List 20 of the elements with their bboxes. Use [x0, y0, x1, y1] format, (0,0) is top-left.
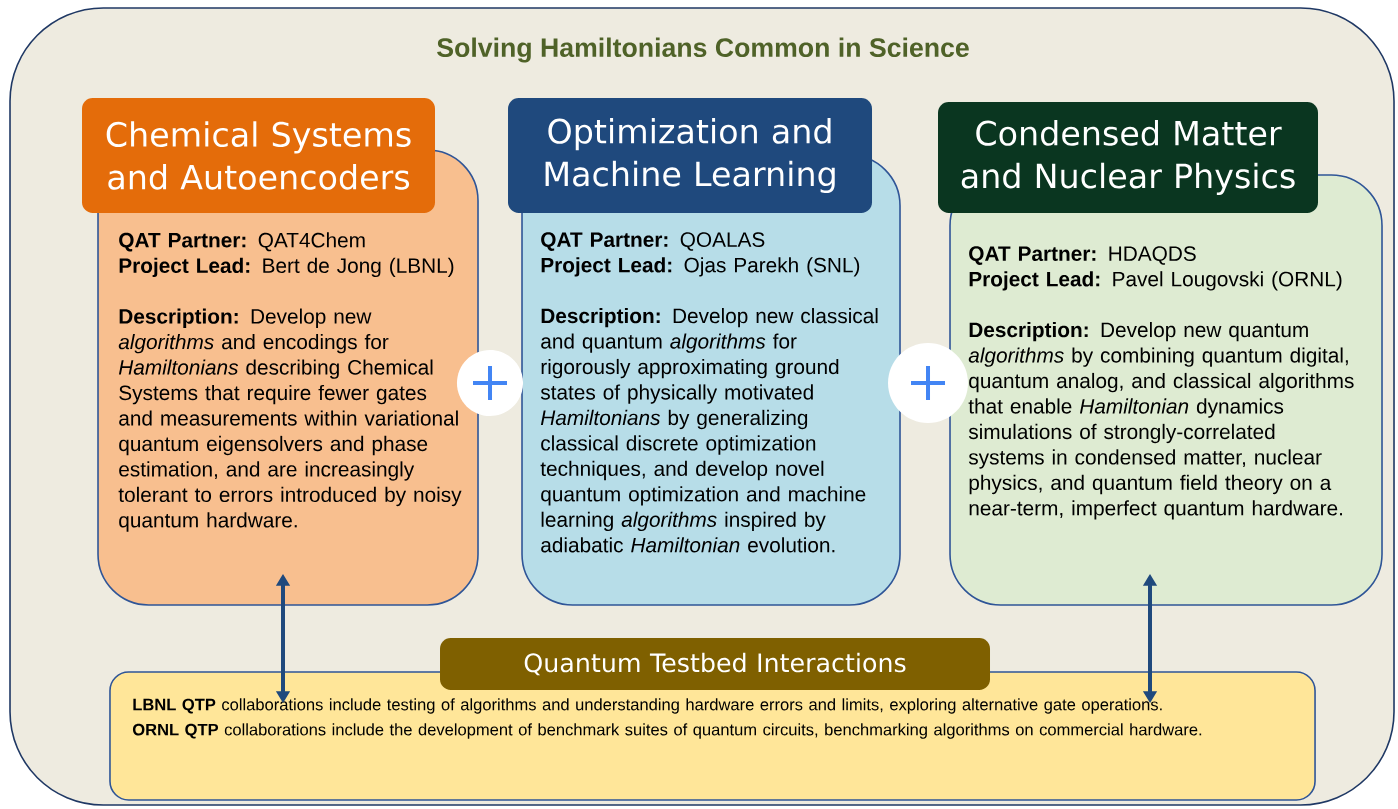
- lead-text: Project Lead: Pavel Lougovski (ORNL): [969, 271, 1342, 291]
- partner-text: QAT Partner: QOALAS: [541, 232, 765, 251]
- card-background: [109, 638, 1316, 801]
- paragraph: LBNL QTP collaborations include testing of algorithms and understanding hardware errors and limits, exploring alternative gate operations.: [133, 698, 1162, 714]
- card-background: [82, 98, 479, 606]
- lead-text: Project Lead: Bert de Jong (LBNL): [119, 257, 454, 278]
- heading: Condensed Matter and Nuclear Physics: [961, 120, 1295, 195]
- partner-text: QAT Partner: HDAQDS: [969, 246, 1196, 265]
- card-background: [938, 102, 1383, 606]
- description-text: Description: Develop new classical and quantum algorithms for rigorously approximating ground states of physically motivated Hamiltonians by generalizing classical discrete optimization techniques, and develop novel quantum optimization and machine learning algorithms inspired by adiabatic Hamiltonian evolution.: [540, 307, 878, 553]
- description-text: Description: Develop new algorithms and encodings for Hamiltonians describing Chemical Systems that require fewer gates and measurements within variational quantum eigensolvers and phase estimation, and are increasingly tolerant to errors introduced by noisy quantum hardware.: [118, 308, 462, 532]
- lead-text: Project Lead: Ojas Parekh (SNL): [541, 257, 860, 277]
- heading: Quantum Testbed Interactions: [524, 652, 906, 676]
- partner-text: QAT Partner: QAT4Chem: [119, 232, 365, 252]
- paragraph: ORNL QTP collaborations include the development of benchmark suites of quantum circuits, benchmarking algorithms on commercial hardware.: [132, 723, 1202, 739]
- title: Solving Hamiltonians Common in Science: [437, 37, 969, 63]
- heading: Chemical Systems and Autoencoders: [106, 121, 411, 190]
- card-background: [508, 98, 901, 606]
- description-text: Description: Develop new quantum algorithms by combining quantum digital, quantum analog, and classical algorithms that enable Hamiltonian dynamics simulations of strongly-correlated systems in condensed matter, nuclear physics, and quantum field theory on a near-term, imperfect quantum hardware.: [968, 321, 1354, 520]
- heading: Optimization and Machine Learning: [545, 118, 835, 193]
